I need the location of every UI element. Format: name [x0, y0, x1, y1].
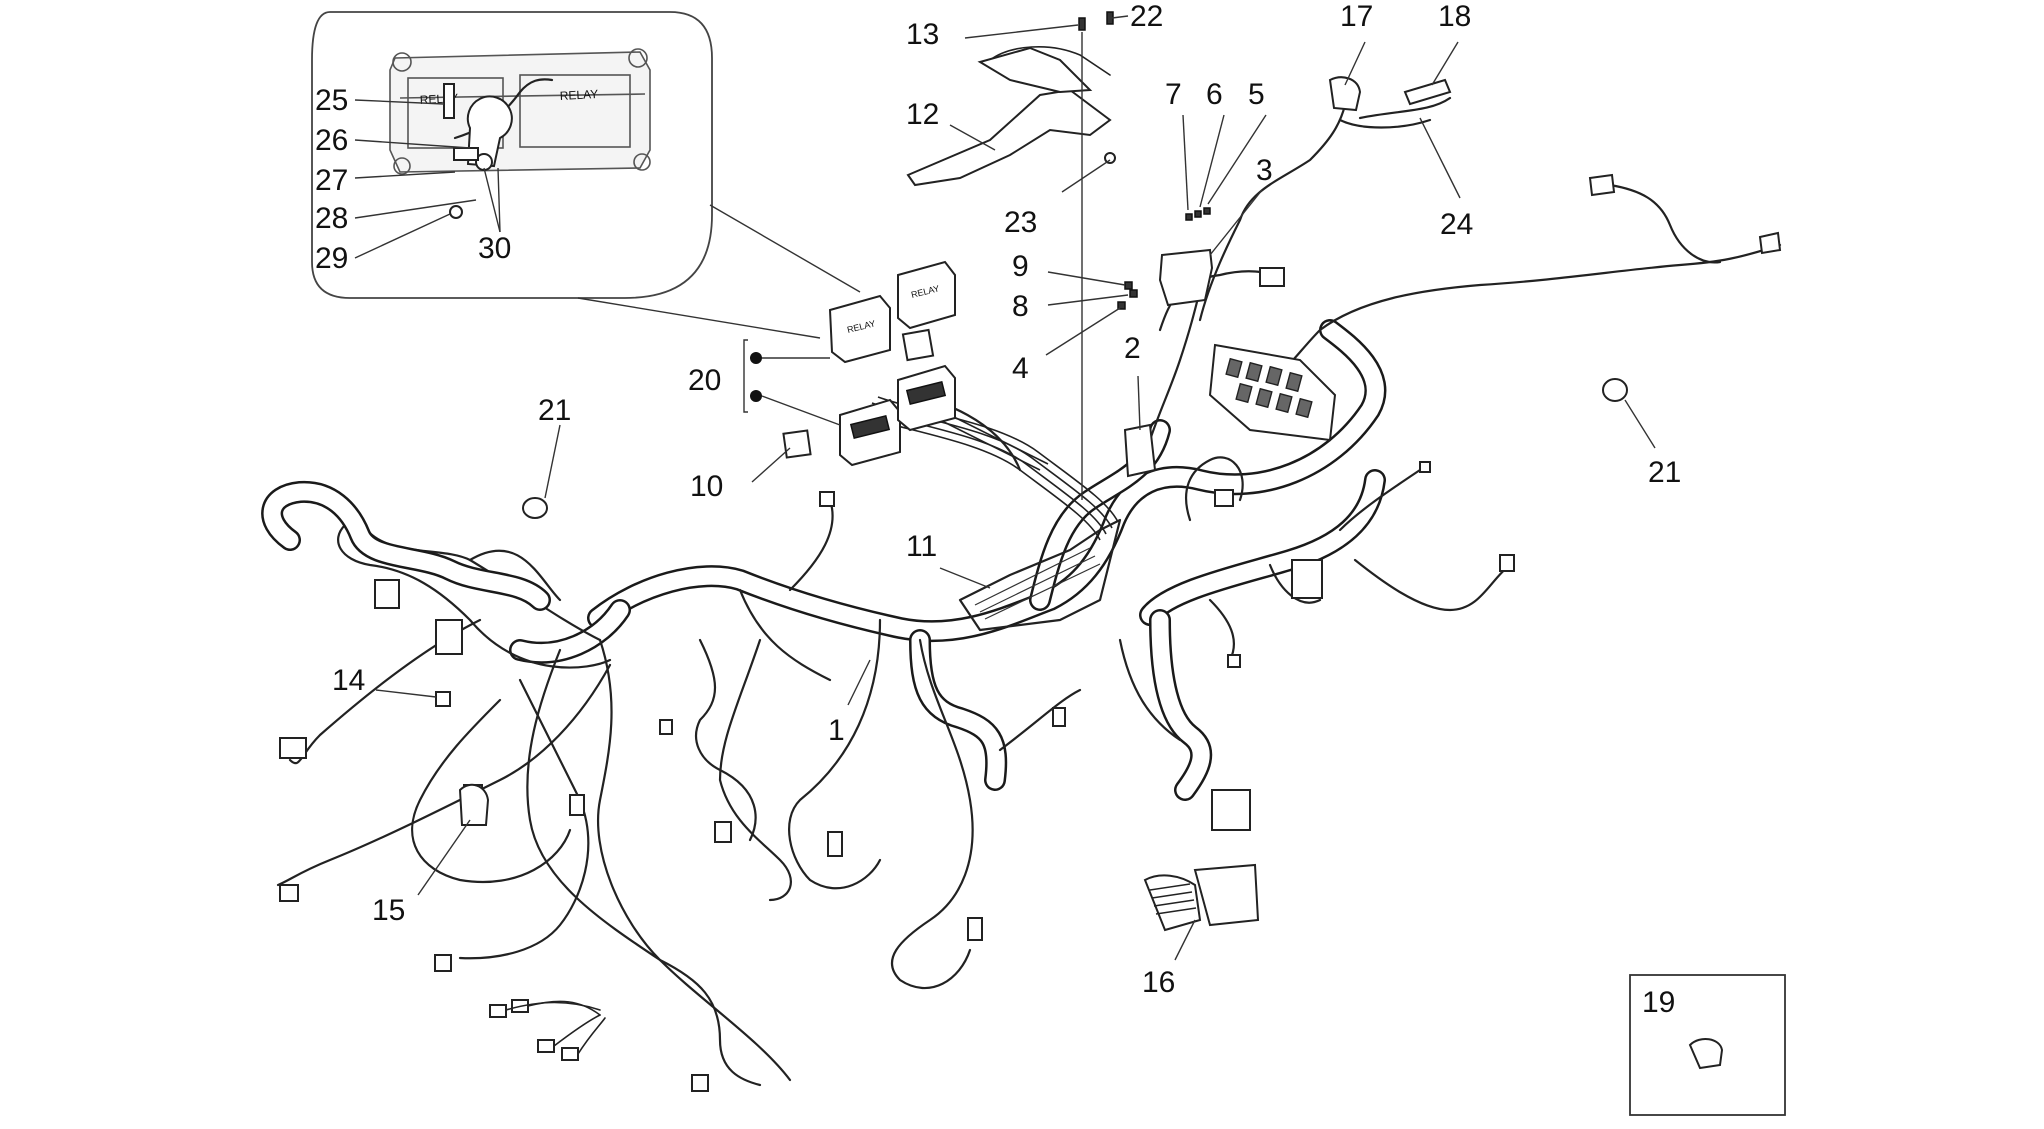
fuse-14 [435, 691, 451, 707]
spade-terminals [489, 999, 606, 1061]
callout-25: 25 [315, 84, 348, 117]
fuse-box-assembly [1208, 343, 1337, 442]
connector-f [1227, 654, 1241, 668]
connector-r [691, 1074, 709, 1092]
relay-holders-20: RELAY RELAY [743, 260, 956, 467]
connector-k [569, 794, 585, 816]
relay-10 [782, 429, 812, 459]
connector-q [434, 954, 452, 972]
plug-far-right [1758, 231, 1782, 255]
clip-21-right [1602, 378, 1628, 402]
callout-labels: 1 2 3 4 5 6 7 8 9 10 11 12 13 14 15 16 1… [315, 0, 1681, 1019]
bullet-20-lower [750, 390, 762, 402]
callout-10: 10 [690, 470, 723, 503]
cover-12 [906, 88, 1112, 187]
small-parts-8-9-4 [1117, 281, 1138, 310]
callout-5: 5 [1248, 78, 1265, 111]
screws [1078, 11, 1116, 500]
loose-wires [275, 103, 1782, 1087]
connector-t [659, 719, 673, 735]
terminal-18 [1403, 78, 1452, 106]
callout-23: 23 [1004, 206, 1037, 239]
callout-13: 13 [906, 18, 939, 51]
detail-inset: RELAY RELAY [311, 11, 861, 339]
callout-14: 14 [332, 664, 365, 697]
connector-15 [458, 783, 490, 826]
callout-19: 19 [1642, 986, 1675, 1019]
inset-relay-marking-right: RELAY [559, 87, 598, 103]
bullet-20-upper [750, 352, 762, 364]
callout-29: 29 [315, 242, 348, 275]
callout-22: 22 [1130, 0, 1163, 33]
inset-terminal-assembly [443, 78, 554, 219]
connector-u [819, 491, 835, 507]
bracket-20 [743, 339, 748, 413]
callout-3: 3 [1256, 154, 1273, 187]
callout-17: 17 [1340, 0, 1373, 33]
callout-16: 16 [1142, 966, 1175, 999]
connector-i [279, 737, 307, 759]
leader-lines [354, 15, 1656, 961]
callout-8: 8 [1012, 290, 1029, 323]
connector-17 [1328, 76, 1362, 112]
small-parts-5-6-7 [1185, 207, 1211, 221]
connector-g [374, 579, 400, 609]
connector-e [1499, 554, 1515, 572]
callout-6: 6 [1206, 78, 1223, 111]
cable-24 [1358, 96, 1452, 120]
connector-p [279, 884, 299, 902]
callout-2: 2 [1124, 332, 1141, 365]
part-19 [1688, 1038, 1724, 1070]
inset-relay-housing [389, 48, 651, 175]
connector-s [1211, 789, 1251, 831]
callout-7: 7 [1165, 78, 1182, 111]
connector-n [967, 917, 983, 941]
callout-24: 24 [1440, 208, 1473, 241]
callout-21-left: 21 [538, 394, 571, 427]
part-19-box [1629, 974, 1786, 1116]
clip-21-left [522, 497, 548, 519]
connector-c [1214, 489, 1234, 507]
inset-pointer-line-upper [709, 204, 861, 293]
callout-15: 15 [372, 894, 405, 927]
callout-20: 20 [688, 364, 721, 397]
sensor-connector-top-right [1588, 173, 1616, 197]
callout-30: 30 [478, 232, 511, 265]
fuse-bracket-3 [1158, 248, 1214, 307]
callout-26: 26 [315, 124, 348, 157]
wire-bundle-11 [958, 518, 1122, 632]
connector-o [1052, 707, 1066, 727]
connector-h [435, 619, 463, 655]
connector-b [1291, 559, 1323, 599]
boot-16 [1143, 863, 1260, 932]
callout-28: 28 [315, 202, 348, 235]
callout-1: 1 [828, 714, 845, 747]
connector-d [1419, 461, 1431, 473]
callout-4: 4 [1012, 352, 1029, 385]
callout-27: 27 [315, 164, 348, 197]
connector-m [827, 831, 843, 857]
inset-pointer-line-lower [577, 297, 821, 339]
callout-12: 12 [906, 98, 939, 131]
inset-bubble-outline [311, 11, 713, 299]
connector-a [1259, 267, 1285, 287]
connector-l [714, 821, 732, 843]
callout-18: 18 [1438, 0, 1471, 33]
parts-layer: RELAY RELAY [279, 11, 1786, 1116]
callout-11: 11 [906, 530, 937, 563]
callout-21-right: 21 [1648, 456, 1681, 489]
callout-9: 9 [1012, 250, 1029, 283]
connector-2 [1123, 423, 1157, 478]
